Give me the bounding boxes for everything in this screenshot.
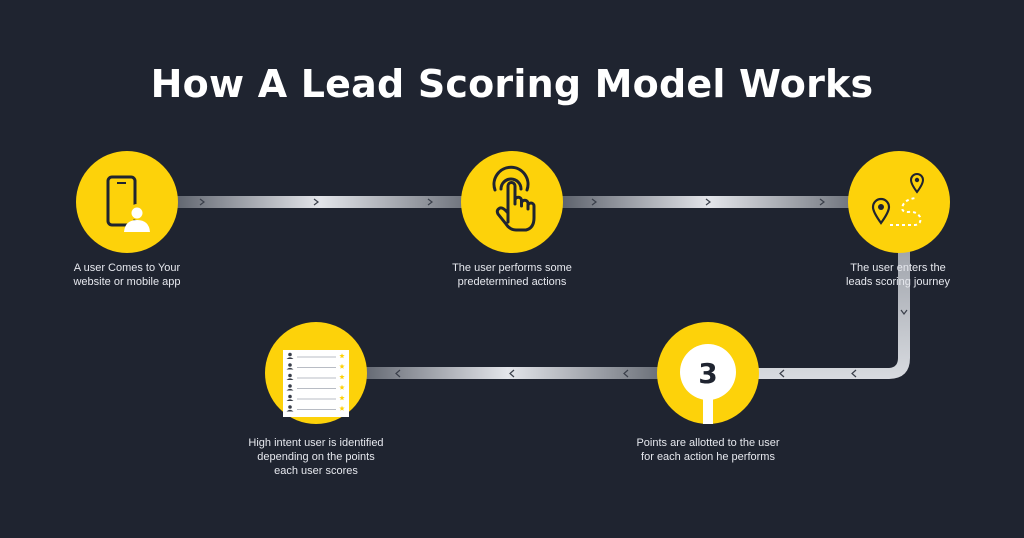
step-1-caption-line-2: website or mobile app — [73, 276, 181, 288]
phone-user-icon — [106, 175, 150, 232]
step-3-caption: The user enters the leads scoring journe… — [798, 261, 998, 289]
score-badge-icon: 3 — [680, 344, 736, 424]
map-pins-journey-icon — [871, 173, 925, 226]
list-row-icon — [286, 384, 345, 391]
step-5-caption-line-2: depending on the points — [257, 451, 375, 463]
step-5-caption-line-1: High intent user is identified — [248, 437, 384, 449]
step-2-caption-line-2: predetermined actions — [457, 276, 567, 288]
connector-top — [170, 196, 858, 208]
ranked-list-icon — [283, 350, 349, 417]
step-2-circle — [461, 151, 563, 253]
step-3-caption-line-1: The user enters the — [850, 262, 946, 274]
tap-hand-icon — [492, 165, 536, 232]
list-row-icon — [286, 373, 345, 380]
step-4-circle: 3 — [657, 322, 759, 424]
step-1-caption: A user Comes to Your website or mobile a… — [27, 261, 227, 289]
step-1-circle — [76, 151, 178, 253]
step-2-caption-line-1: The user performs some — [452, 262, 572, 274]
step-3-circle — [848, 151, 950, 253]
connector-bottom — [355, 367, 660, 379]
step-2-caption: The user performs some predetermined act… — [412, 261, 612, 289]
connector-down — [740, 245, 910, 379]
step-1-caption-line-1: A user Comes to Your — [73, 262, 181, 274]
step-3-caption-line-2: leads scoring journey — [846, 276, 950, 288]
page-title: How A Lead Scoring Model Works — [150, 62, 874, 106]
step-4-caption-line-1: Points are allotted to the user — [636, 437, 780, 449]
list-row-icon — [286, 394, 345, 401]
step-4-caption: Points are allotted to the user for each… — [608, 436, 808, 464]
list-row-icon — [286, 352, 345, 359]
list-row-icon — [286, 363, 345, 370]
score-value: 3 — [698, 357, 717, 390]
step-4-caption-line-2: for each action he performs — [641, 451, 775, 463]
step-5-caption-line-3: each user scores — [274, 465, 358, 477]
step-5-caption: High intent user is identified depending… — [216, 436, 416, 478]
list-row-icon — [286, 405, 345, 412]
step-5-circle — [265, 322, 367, 424]
